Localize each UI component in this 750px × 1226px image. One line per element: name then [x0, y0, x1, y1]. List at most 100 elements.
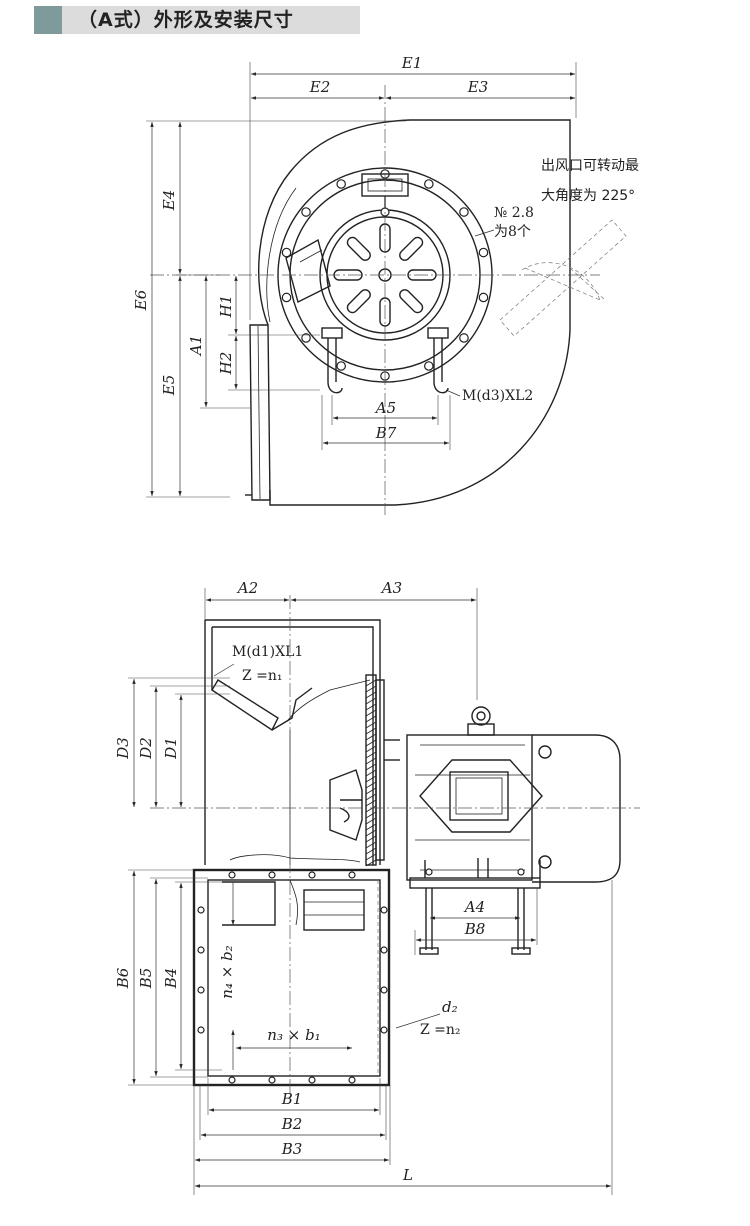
motor [406, 706, 621, 883]
hatch-line [365, 685, 377, 693]
hatch-line [365, 697, 377, 705]
bolt-label-d1: M(d1)XL1 [232, 644, 303, 660]
frame-hole [197, 986, 205, 994]
hatch-line [365, 799, 377, 807]
hatch-line [365, 853, 377, 861]
front-view: E1 E2 E3 E6 E4 E5 A1 H1 H2 A5 B7 [132, 54, 639, 515]
rotated-outlet-phantom [499, 219, 627, 337]
frame-hole [268, 1076, 276, 1084]
inlet-frame-inner [207, 879, 381, 1077]
dim-B1: B1 [281, 1090, 303, 1108]
frame-hole [228, 871, 236, 879]
hatch-line [365, 757, 377, 765]
volute-inner-edge [266, 187, 297, 323]
rotation-note-line2: 大角度为 225° [541, 188, 635, 204]
plate-hatch [365, 679, 377, 867]
d2-label: d₂ [442, 998, 458, 1016]
bolt-hole [424, 361, 434, 371]
hole-note-line1: № 2.8 [494, 205, 534, 221]
inlet-frame-outer [192, 868, 391, 1087]
dim-H1: H1 [217, 295, 235, 319]
frame-hole [197, 1026, 205, 1034]
hatch-line [365, 721, 377, 729]
hatch-line [365, 691, 377, 699]
hatch-line [365, 781, 377, 789]
dim-A2: A2 [236, 579, 258, 597]
frame-hole [308, 1076, 316, 1084]
hatch-line [365, 847, 377, 855]
dim-B7: B7 [375, 424, 397, 442]
z2-label: Z =n₂ [420, 1022, 461, 1038]
dim-H2: H2 [217, 352, 235, 376]
hatch-line [365, 793, 377, 801]
dim-A3: A3 [380, 579, 402, 597]
frame-hole [197, 906, 205, 914]
hatch-line [365, 715, 377, 723]
frame-hole [380, 1026, 388, 1034]
hatch-line [365, 733, 377, 741]
dim-A5: A5 [374, 399, 396, 417]
header-accent-bar [34, 6, 62, 34]
dim-E4: E4 [160, 190, 178, 212]
hatch-line [365, 745, 377, 753]
bolt-hole [301, 207, 311, 217]
impeller-hub [329, 769, 363, 841]
dim-D3: D3 [114, 737, 132, 760]
dim-B8: B8 [464, 920, 486, 938]
hatch-line [365, 775, 377, 783]
dim-B3: B3 [281, 1140, 303, 1158]
dim-E6: E6 [132, 289, 150, 311]
dim-B2: B2 [281, 1115, 303, 1133]
hatch-line [365, 841, 377, 849]
hatch-line [365, 769, 377, 777]
bolt-hole [459, 333, 469, 343]
dim-B5: B5 [137, 968, 155, 990]
hatch-line [365, 817, 377, 825]
hatch-line [365, 727, 377, 735]
impeller-slot [399, 236, 424, 261]
hatch-line [365, 703, 377, 711]
hatch-line [365, 679, 377, 687]
dim-D2: D2 [137, 737, 155, 760]
hatch-line [365, 751, 377, 759]
dim-E3: E3 [467, 78, 489, 96]
frame-hole [308, 871, 316, 879]
frame-hole [268, 871, 276, 879]
frame-hole [380, 906, 388, 914]
hatch-line [365, 709, 377, 717]
header-band [62, 6, 360, 34]
hatch-line [365, 739, 377, 747]
duct-flange-bracket [211, 679, 279, 732]
bolt-hole [301, 333, 311, 343]
bolt-hole [281, 247, 292, 258]
frame-hole [348, 871, 356, 879]
hatch-line [365, 823, 377, 831]
hatch-line [365, 829, 377, 837]
foot-bolt-right [427, 327, 449, 394]
impeller-slot [399, 289, 424, 314]
hole-note-line2: 为8个 [494, 224, 531, 240]
bolt-hole [478, 247, 489, 258]
impeller-slot [346, 236, 371, 261]
volute-casing [258, 119, 571, 506]
frame-hole [348, 1076, 356, 1084]
impeller-slot [346, 289, 371, 314]
impeller-slot [379, 297, 391, 327]
bolt-hole [459, 207, 469, 217]
bolt-label-d3: M(d3)XL2 [462, 388, 533, 404]
frame-hole [197, 946, 205, 954]
frame-hole [380, 946, 388, 954]
side-view: A2 A3 D3 D2 D1 B6 B5 B4 n₄ × b₂ n₃ × b₁ [114, 579, 640, 1195]
section-header: （A式）外形及安装尺寸 [0, 0, 750, 40]
dim-B4: B4 [162, 968, 180, 990]
hatch-line [365, 763, 377, 771]
dim-A1: A1 [187, 335, 205, 357]
hatch-line [365, 811, 377, 819]
hatch-line [365, 835, 377, 843]
motor-bracket-left [285, 238, 331, 304]
bolt-hole [281, 292, 292, 303]
hatch-line [365, 805, 377, 813]
motor-base [409, 877, 541, 889]
hatch-line [365, 787, 377, 795]
